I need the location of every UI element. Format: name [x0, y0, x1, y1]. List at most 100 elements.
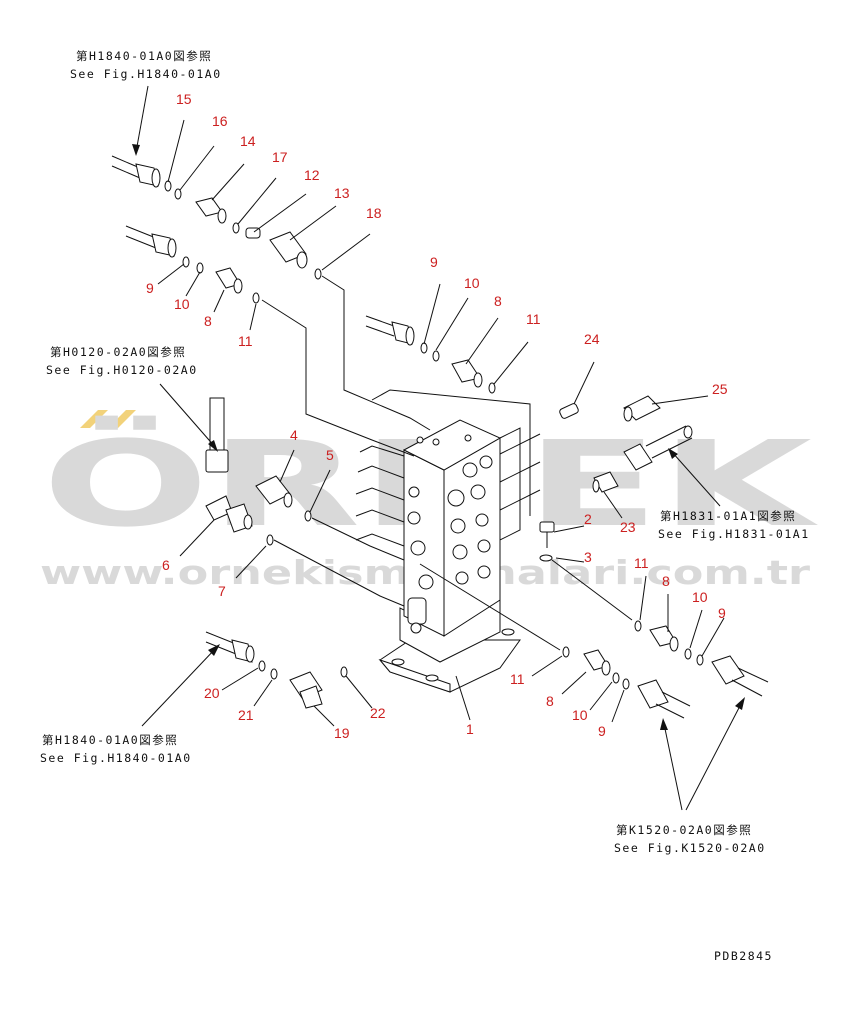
callout-9-right: 9 [718, 605, 726, 621]
callout-9-upper-right: 9 [430, 254, 438, 270]
bottom-fittings [205, 563, 691, 719]
hose-end-right-lower [711, 655, 769, 697]
callout-11-bottom: 11 [510, 671, 525, 687]
routing-line [311, 517, 405, 561]
callout-11-right: 11 [634, 555, 649, 571]
callout-14: 14 [240, 133, 256, 149]
callout-4: 4 [290, 427, 298, 443]
callout-10-right: 10 [692, 589, 708, 605]
callout-22: 22 [370, 705, 386, 721]
ref-bottom-right-en: See Fig.K1520-02A0 [614, 841, 766, 855]
o-ring-21 [270, 668, 278, 680]
callout-1: 1 [466, 721, 474, 737]
valve-back-section [499, 427, 521, 541]
watermark-accent-right [108, 410, 136, 428]
callout-10-upper-left: 10 [174, 296, 190, 312]
callout-3: 3 [584, 549, 592, 565]
callout-24: 24 [584, 331, 600, 347]
callout-17: 17 [272, 149, 288, 165]
ref-bottom-right-jp: 第K1520-02A0図参照 [616, 823, 752, 837]
routing-line [419, 563, 561, 651]
adapter-14 [195, 197, 227, 224]
adapter-8d [583, 649, 611, 676]
callout-7: 7 [218, 583, 226, 599]
hose-end-fitting [111, 155, 161, 188]
hose-end-fitting-3 [365, 315, 415, 346]
o-ring-9c [696, 654, 704, 666]
hose-pipe-left [205, 397, 229, 473]
control-valve-body [355, 389, 541, 693]
callout-19: 19 [334, 725, 350, 741]
callout-11-upper-right: 11 [526, 311, 541, 327]
o-ring-16 [174, 188, 182, 200]
ref-top-left-jp: 第H1840-01A0図参照 [76, 49, 212, 63]
o-ring-17 [232, 222, 240, 234]
o-ring-9d [622, 678, 630, 690]
fixture-plates [355, 389, 541, 547]
reference-arrows [132, 85, 745, 811]
valve-base-edge [378, 658, 451, 693]
callout-6: 6 [162, 557, 170, 573]
adapter-8c [649, 625, 679, 652]
o-ring-10d [612, 672, 620, 684]
plug-24 [559, 403, 579, 419]
adapter-8b [451, 359, 483, 388]
routing-line [261, 299, 415, 457]
elbow-4 [255, 475, 293, 508]
callout-9-bottom: 9 [598, 723, 606, 739]
ref-right-jp: 第H1831-01A1図参照 [660, 509, 796, 523]
callout-20: 20 [204, 685, 220, 701]
callout-11-upper-left: 11 [238, 333, 253, 349]
ref-mid-left-jp: 第H0120-02A0図参照 [50, 345, 186, 359]
upper-right-fittings [365, 315, 693, 493]
elbow-6 [205, 495, 253, 533]
o-ring-20 [258, 660, 266, 672]
o-ring-18 [314, 268, 322, 280]
o-ring-11a [252, 292, 260, 304]
callout-21: 21 [238, 707, 254, 723]
o-ring-10b [432, 350, 440, 362]
ref-right-en: See Fig.H1831-01A1 [658, 527, 810, 541]
hose-end-fitting-2 [125, 225, 177, 258]
callout-8-bottom: 8 [546, 693, 554, 709]
o-ring-10c [684, 648, 692, 660]
callout-8-upper-right: 8 [494, 293, 502, 309]
ref-bottom-left-en: See Fig.H1840-01A0 [40, 751, 192, 765]
base-bolt-hole [425, 674, 439, 682]
callout-8-upper-left: 8 [204, 313, 212, 329]
front-ports [407, 434, 472, 634]
leader-lines [157, 119, 725, 727]
connector-13 [269, 231, 308, 269]
o-ring-11d [562, 646, 570, 658]
hose-right [623, 425, 693, 471]
callout-25: 25 [712, 381, 728, 397]
ref-top-left-en: See Fig.H1840-01A0 [70, 67, 222, 81]
left-fittings [205, 397, 405, 607]
adapter-23 [592, 471, 619, 493]
fitting-25 [623, 395, 661, 422]
routing-line [551, 559, 633, 621]
adapter-8a [215, 267, 243, 294]
callout-13: 13 [334, 185, 350, 201]
drawing-code: PDB2845 [714, 949, 773, 963]
figure-references: 第H1840-01A0図参照 See Fig.H1840-01A0 第H0120… [40, 49, 810, 855]
ref-mid-left-en: See Fig.H0120-02A0 [46, 363, 198, 377]
callout-numbers: 15 16 14 17 12 13 18 9 10 8 11 9 10 8 11… [146, 91, 728, 741]
callout-9-upper-left: 9 [146, 280, 154, 296]
callout-10-bottom: 10 [572, 707, 588, 723]
callout-18: 18 [366, 205, 382, 221]
o-ring-9a [182, 256, 190, 268]
o-ring-15 [164, 180, 172, 192]
o-ring-11b [488, 382, 496, 394]
base-bolt-hole [391, 658, 405, 666]
o-ring-7 [266, 534, 274, 546]
routing-line [321, 275, 431, 431]
o-ring-10a [196, 262, 204, 274]
o-ring-11c [634, 620, 642, 632]
right-lower-fittings [539, 521, 769, 697]
callout-10-upper-right: 10 [464, 275, 480, 291]
callout-2: 2 [584, 511, 592, 527]
o-ring-9b [420, 342, 428, 354]
